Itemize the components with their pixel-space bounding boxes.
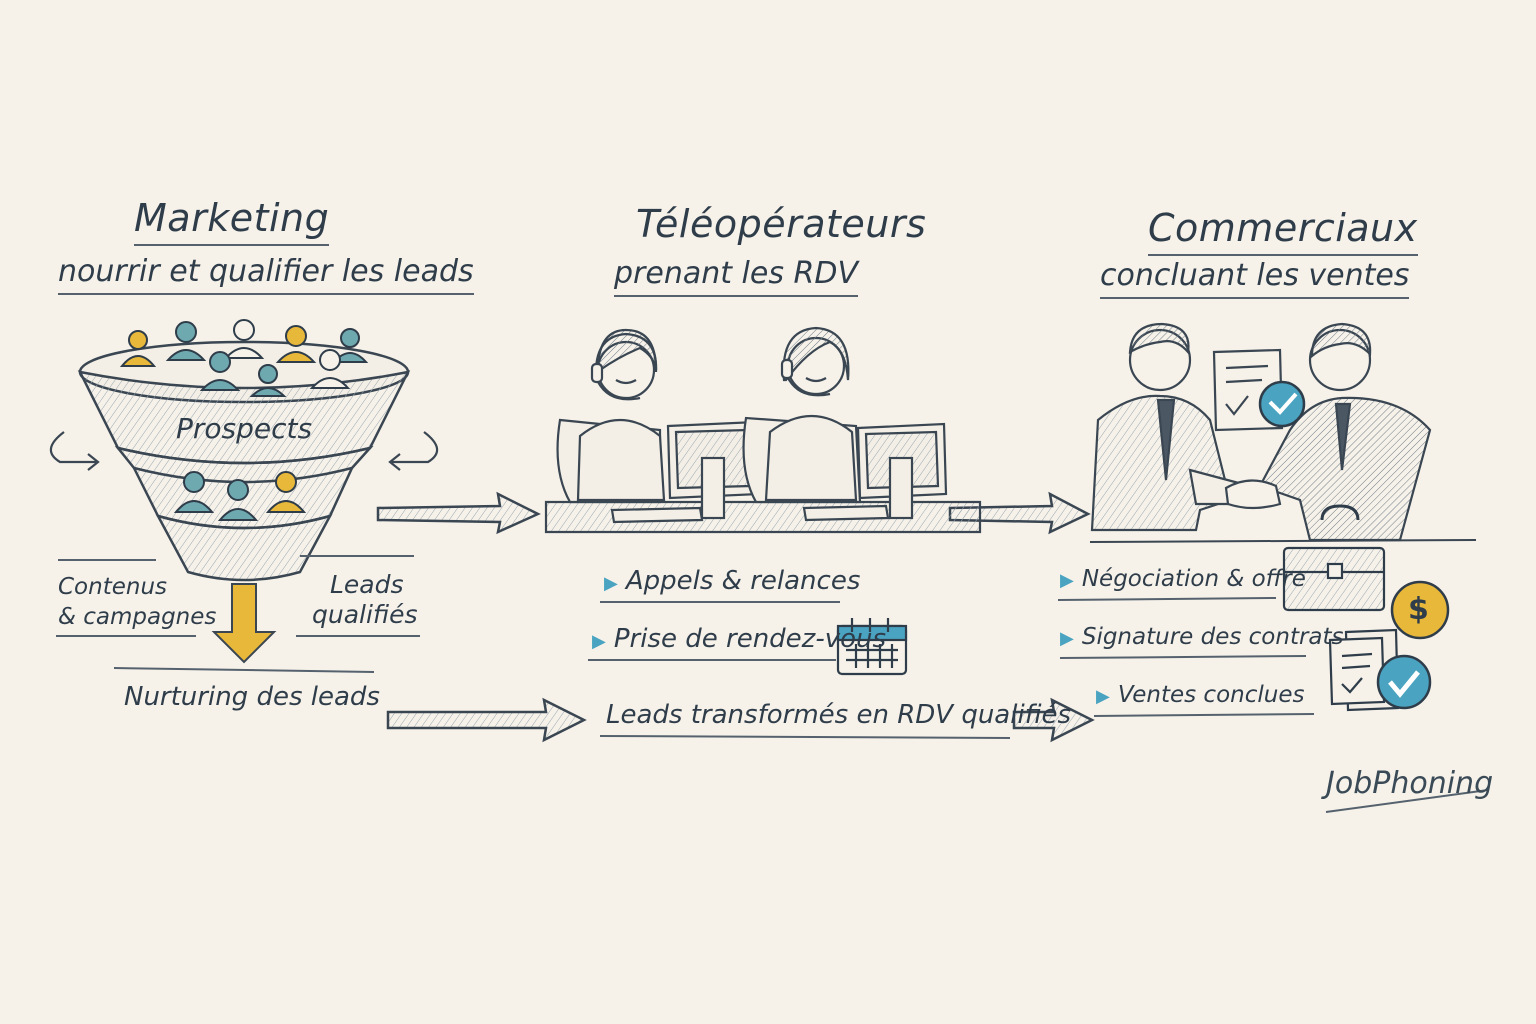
sales-item-closed: ▶Ventes conclues [1096,682,1305,708]
bullet-triangle-icon: ▶ [1060,570,1074,591]
funnel-bottom-label: Nurturing des leads [124,682,380,712]
sales-item-negotiation: ▶Négociation & offre [1060,566,1306,592]
stage-subtitle-marketing: nourrir et qualifier les leads [58,254,474,295]
funnel-left-label-line2: & campagnes [58,604,217,630]
stage-title-teleoperators: Téléopérateurs [636,202,927,246]
tele-item-appointments: ▶Prise de rendez-vous [592,624,887,654]
funnel-left-label-line1: Contenus [58,574,168,600]
dollar-coin-icon [1390,580,1450,640]
sales-lines [1057,597,1489,813]
bullet-triangle-icon: ▶ [592,631,606,652]
sales-handshake-illustration [1089,322,1477,543]
funnel-label-lines [56,555,420,673]
funnel-illustration [49,340,439,582]
tele-item-calls: ▶Appels & relances [604,566,861,596]
bullet-triangle-icon: ▶ [1096,686,1110,707]
bullet-triangle-icon: ▶ [1060,628,1074,649]
stage-title-sales: Commerciaux [1148,206,1418,256]
flow-arrows [376,491,1095,743]
sales-item-signature: ▶Signature des contrats [1060,624,1344,650]
tele-bottom-label: Leads transformés en RDV qualifiés [606,700,1072,730]
funnel-band-label: Prospects [176,412,313,445]
prospect-people-icons [119,319,369,521]
stage-title-marketing: Marketing [134,196,330,246]
brand-signature: JobPhoning [1326,766,1494,801]
teleoperators-illustration [544,326,982,534]
funnel-right-label-line1: Leads [330,570,404,599]
qualified-leads-arrow [211,583,277,664]
bullet-triangle-icon: ▶ [604,573,618,594]
briefcase-icon [1282,504,1386,612]
funnel-right-label-line2: qualifiés [312,600,418,629]
calendar-icon [836,618,908,676]
tele-lines [588,601,1011,739]
stage-subtitle-sales: concluant les ventes [1100,258,1410,299]
stage-subtitle-teleoperators: prenant les RDV [614,256,858,297]
check-badge-icon [1258,380,1306,428]
dollar-sign-glyph: $ [1408,592,1429,627]
check-circle-icon [1376,654,1432,710]
